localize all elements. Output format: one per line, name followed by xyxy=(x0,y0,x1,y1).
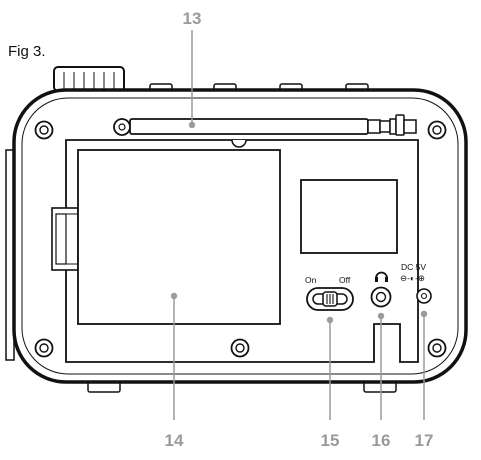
tuning-knob xyxy=(53,66,125,92)
dc-jack-icon[interactable] xyxy=(416,288,432,304)
battery-cover-callout-dot xyxy=(170,292,178,300)
switch-on-label: On xyxy=(305,275,317,285)
antenna-icon xyxy=(113,114,417,136)
callout-16: 16 xyxy=(372,431,391,450)
battery-clip xyxy=(51,207,79,271)
radio-body-inner-edge xyxy=(21,97,459,375)
callout-lines xyxy=(173,30,425,420)
callout-15: 15 xyxy=(321,431,340,450)
dc-label: DC 5V xyxy=(401,262,426,272)
screw-top-small xyxy=(231,139,247,148)
headphone-icon xyxy=(375,271,388,282)
callout-14: 14 xyxy=(165,431,184,450)
power-switch[interactable] xyxy=(306,287,354,311)
battery-cover[interactable] xyxy=(77,149,281,325)
screw-top-right xyxy=(427,120,447,140)
screw-bottom-right xyxy=(427,338,447,358)
dc-callout-dot xyxy=(420,310,428,318)
figure-label: Fig 3. xyxy=(8,43,46,60)
callout-13: 13 xyxy=(183,9,202,28)
antenna-callout-dot xyxy=(188,121,196,129)
screw-bottom-middle xyxy=(230,338,250,358)
headphone-callout-dot xyxy=(377,312,385,320)
switch-off-label: Off xyxy=(339,275,351,285)
screw-top-left xyxy=(34,120,54,140)
label-panel xyxy=(300,179,398,254)
switch-callout-dot xyxy=(326,316,334,324)
headphone-jack[interactable] xyxy=(370,286,392,308)
callout-17: 17 xyxy=(415,431,434,450)
screw-bottom-left xyxy=(34,338,54,358)
dc-polarity-icon: ⊖-◐-⊕ xyxy=(400,273,425,283)
